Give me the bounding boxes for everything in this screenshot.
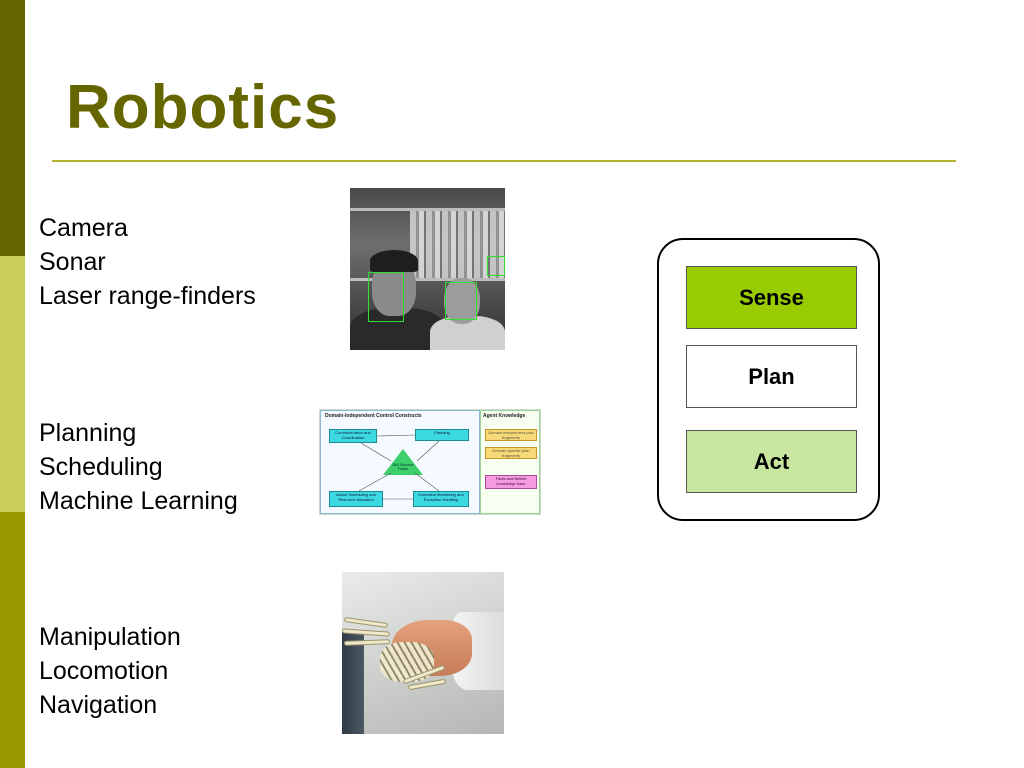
robot-finger-bone bbox=[343, 616, 389, 629]
list-item: Scheduling bbox=[39, 453, 163, 481]
robot-finger-bone bbox=[343, 639, 391, 646]
sensing-list: Camera Sonar Laser range-finders bbox=[39, 211, 256, 313]
diagram-side-header: Agent Knowledge bbox=[483, 413, 526, 419]
list-item: Camera bbox=[39, 214, 128, 242]
diagram-box-facts: Facts and Beliefs knowledge base bbox=[485, 475, 537, 489]
face-detection-box bbox=[445, 282, 477, 320]
shelf-line bbox=[350, 278, 505, 281]
diagram-main-header: Domain-Independent Control Constructs bbox=[325, 413, 422, 419]
decorative-stripe-middle bbox=[0, 256, 25, 512]
robot-hand-handshake-photo bbox=[342, 572, 504, 734]
decorative-stripe-bottom bbox=[0, 512, 25, 768]
diagram-skill-triangle bbox=[383, 449, 423, 475]
diagram-box-action: Action Scheduling and Resource Allocatio… bbox=[329, 491, 383, 507]
person-face bbox=[444, 278, 480, 324]
act-box: Act bbox=[686, 430, 857, 493]
diagram-box-domain-specific: Domain specific plan fragments bbox=[485, 447, 537, 459]
face-detection-box bbox=[487, 256, 505, 276]
list-item: Sonar bbox=[39, 248, 106, 276]
person-hair bbox=[370, 250, 418, 272]
diagram-box-domain-independent: Domain independent plan fragments bbox=[485, 429, 537, 441]
diagram-main-panel: Domain-Independent Control Constructs Co… bbox=[320, 410, 480, 514]
diagram-skill-label: Skill Structure Fusion bbox=[392, 463, 414, 471]
acting-list: Manipulation Locomotion Navigation bbox=[39, 620, 181, 722]
list-item: Locomotion bbox=[39, 657, 169, 685]
photo-background-object bbox=[342, 632, 364, 734]
control-architecture-diagram: Domain-Independent Control Constructs Co… bbox=[319, 409, 541, 515]
list-item: Navigation bbox=[39, 691, 158, 719]
bookshelf bbox=[410, 208, 505, 278]
list-item: Planning bbox=[39, 419, 137, 447]
camera-face-detection-photo bbox=[350, 188, 505, 350]
decorative-stripe-top bbox=[0, 0, 25, 256]
slide-title: Robotics bbox=[66, 73, 340, 142]
planning-list: Planning Scheduling Machine Learning bbox=[39, 416, 238, 518]
diagram-box-planning: Planning bbox=[415, 429, 469, 441]
sense-box: Sense bbox=[686, 266, 857, 329]
diagram-box-communication: Communication and Coordination bbox=[329, 429, 377, 443]
diagram-arrows bbox=[358, 434, 440, 500]
list-item: Laser range-finders bbox=[39, 282, 256, 310]
plan-box: Plan bbox=[686, 345, 857, 408]
list-item: Machine Learning bbox=[39, 487, 238, 515]
diagram-box-execution: Execution Monitoring and Exception Handl… bbox=[413, 491, 469, 507]
face-detection-box bbox=[368, 272, 404, 322]
shelf-line bbox=[350, 208, 505, 211]
list-item: Manipulation bbox=[39, 623, 181, 651]
diagram-side-panel: Agent Knowledge Domain independent plan … bbox=[480, 410, 540, 514]
title-divider bbox=[52, 160, 956, 162]
